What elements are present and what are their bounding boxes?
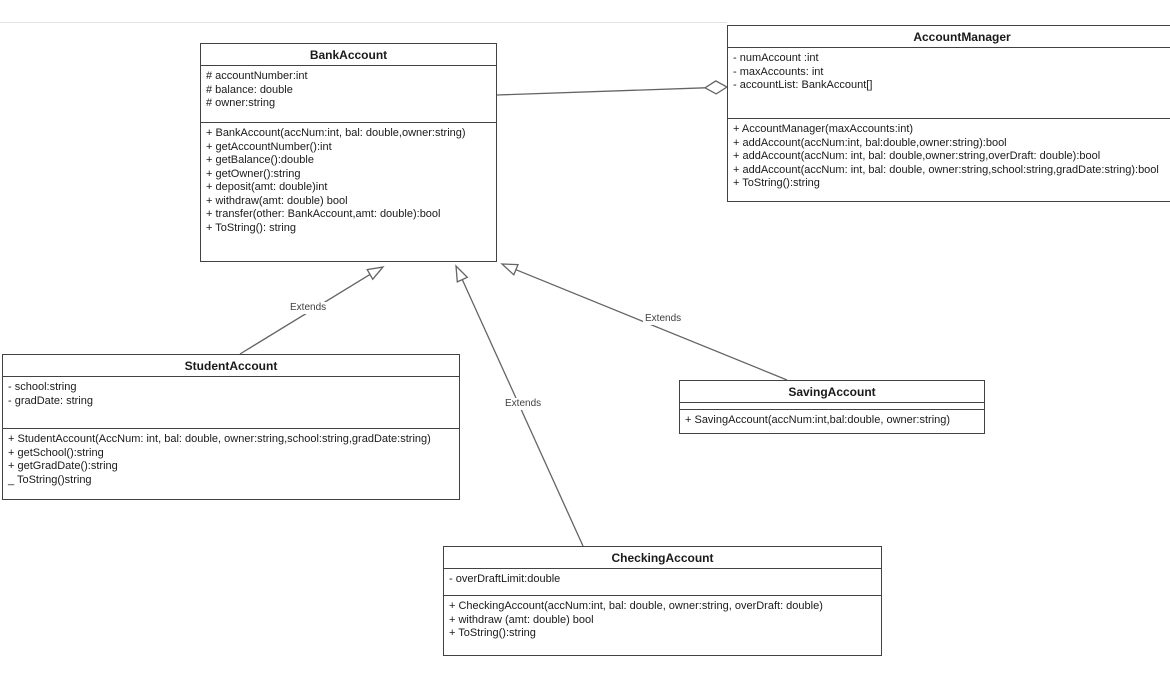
- method-line: + StudentAccount(AccNum: int, bal: doubl…: [8, 433, 431, 445]
- attributes-compartment: # accountNumber:int # balance: double # …: [201, 66, 496, 123]
- attribute-line: # owner:string: [206, 97, 276, 109]
- aggregation-edge-manager-to-bank[interactable]: [496, 80, 729, 96]
- method-line: + deposit(amt: double)int: [206, 181, 328, 193]
- class-savingaccount[interactable]: SavingAccount + SavingAccount(accNum:int…: [679, 380, 985, 434]
- attribute-line: # balance: double: [206, 83, 293, 96]
- edge-label-extends-saving: Extends: [643, 313, 684, 325]
- class-title: CheckingAccount: [444, 547, 881, 569]
- attributes-compartment: - overDraftLimit:double: [444, 569, 881, 596]
- class-title: AccountManager: [728, 26, 1170, 48]
- methods-compartment: + BankAccount(accNum:int, bal: double,ow…: [201, 123, 496, 261]
- method-line: + getBalance():double: [206, 154, 314, 166]
- class-studentaccount[interactable]: StudentAccount - school:string - gradDat…: [2, 354, 460, 500]
- methods-compartment: + CheckingAccount(accNum:int, bal: doubl…: [444, 596, 881, 655]
- method-line: + getGradDate():string: [8, 460, 118, 472]
- hollow-triangle-arrowhead: [500, 263, 519, 276]
- method-line: + CheckingAccount(accNum:int, bal: doubl…: [449, 600, 823, 612]
- class-accountmanager[interactable]: AccountManager - numAccount :int - maxAc…: [727, 25, 1170, 202]
- method-line: + ToString(): string: [206, 221, 296, 234]
- edge-label-extends-student: Extends: [288, 302, 329, 314]
- method-line: + AccountManager(maxAccounts:int): [733, 123, 914, 135]
- attributes-compartment-empty: [680, 403, 984, 410]
- method-line: + addAccount(accNum: int, bal: double, o…: [733, 163, 1159, 176]
- method-line: + addAccount(accNum: int, bal: double,ow…: [733, 150, 1101, 162]
- method-line: _ ToString()string: [8, 473, 92, 486]
- method-line: + transfer(other: BankAccount,amt: doubl…: [206, 208, 441, 220]
- attribute-line: - accountList: BankAccount[]: [733, 79, 873, 91]
- edge-line[interactable]: [239, 273, 371, 355]
- attribute-line: - gradDate: string: [8, 394, 93, 407]
- class-checkingaccount[interactable]: CheckingAccount - overDraftLimit:double …: [443, 546, 882, 656]
- method-line: + ToString():string: [733, 177, 820, 189]
- class-title: StudentAccount: [3, 355, 459, 377]
- methods-compartment: + AccountManager(maxAccounts:int) + addA…: [728, 119, 1170, 201]
- method-line: + getOwner():string: [206, 167, 301, 180]
- hollow-triangle-arrowhead: [366, 266, 385, 281]
- hollow-triangle-arrowhead: [455, 264, 469, 283]
- method-line: + withdraw(amt: double) bool: [206, 194, 348, 207]
- method-line: + addAccount(accNum:int, bal:double,owne…: [733, 136, 1007, 149]
- attributes-compartment: - numAccount :int - maxAccounts: int - a…: [728, 48, 1170, 119]
- attribute-line: # accountNumber:int: [206, 70, 308, 82]
- method-line: + SavingAccount(accNum:int,bal:double, o…: [685, 414, 951, 426]
- method-line: + withdraw (amt: double) bool: [449, 613, 594, 626]
- attribute-line: - numAccount :int: [733, 52, 819, 64]
- edge-line[interactable]: [496, 87, 706, 96]
- hollow-diamond-arrowhead: [703, 80, 729, 95]
- class-title: BankAccount: [201, 44, 496, 66]
- edge-label-extends-checking: Extends: [503, 398, 544, 410]
- methods-compartment: + StudentAccount(AccNum: int, bal: doubl…: [3, 429, 459, 499]
- method-line: + BankAccount(accNum:int, bal: double,ow…: [206, 127, 466, 139]
- method-line: + ToString():string: [449, 627, 536, 639]
- method-line: + getSchool():string: [8, 446, 104, 459]
- method-line: + getAccountNumber():int: [206, 140, 332, 153]
- class-title: SavingAccount: [680, 381, 984, 403]
- methods-compartment: + SavingAccount(accNum:int,bal:double, o…: [680, 410, 984, 433]
- attribute-line: - overDraftLimit:double: [449, 573, 561, 585]
- page-boundary-line: [0, 22, 727, 23]
- attribute-line: - school:string: [8, 381, 77, 393]
- class-bankaccount[interactable]: BankAccount # accountNumber:int # balanc…: [200, 43, 497, 262]
- edge-line[interactable]: [461, 279, 584, 547]
- attribute-line: - maxAccounts: int: [733, 65, 824, 78]
- attributes-compartment: - school:string - gradDate: string: [3, 377, 459, 429]
